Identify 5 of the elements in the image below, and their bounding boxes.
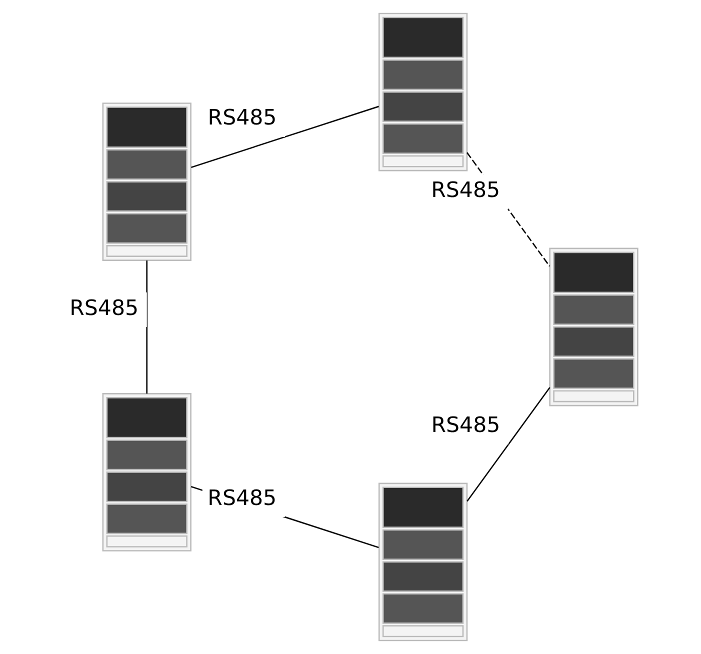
edge-label: RS485	[430, 178, 500, 204]
edge-label: RS485	[69, 296, 138, 321]
edge-label: RS485	[207, 106, 276, 131]
edge-label: RS485	[430, 413, 500, 438]
edge-label: RS485	[207, 486, 276, 511]
